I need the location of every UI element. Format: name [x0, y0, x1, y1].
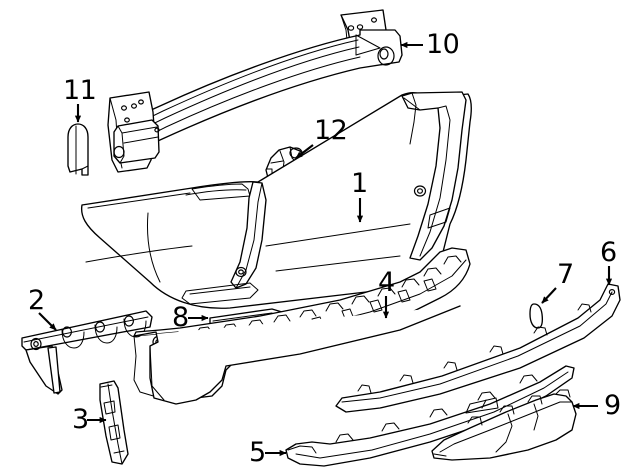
part-corner-deflector: [431, 389, 577, 461]
callout-label-12: 12: [314, 115, 347, 146]
part-upper-retainer-bracket: [21, 310, 153, 395]
callout-label-1: 1: [351, 168, 368, 199]
callout-label-2: 2: [28, 285, 45, 316]
callout-label-4: 4: [378, 267, 395, 298]
part-impact-reinforcement-bar: [107, 9, 403, 173]
callout-label-8: 8: [172, 302, 189, 333]
part-rear-bumper-cover: [80, 91, 472, 309]
callout-label-6: 6: [600, 237, 617, 268]
leader-line-2: [38, 312, 57, 331]
part-lower-molding-strip: [335, 283, 621, 413]
part-end-cap-filler: [67, 123, 89, 176]
callout-label-3: 3: [72, 404, 89, 435]
part-energy-absorber: [133, 247, 471, 405]
callout-numbers: 1 2 3 4 5 6 7 8 9 10 11 12: [28, 29, 621, 468]
part-side-guide-bracket: [99, 380, 129, 465]
leader-line-12: [295, 144, 314, 159]
callout-leaders: [38, 41, 613, 457]
callout-label-10: 10: [426, 29, 459, 60]
callout-label-9: 9: [604, 390, 621, 421]
callout-label-11: 11: [63, 75, 96, 106]
callout-label-5: 5: [249, 437, 266, 468]
callout-label-7: 7: [557, 259, 574, 290]
part-retainer-clip: [529, 303, 544, 329]
leader-line-7: [541, 287, 557, 304]
part-lower-air-deflector: [285, 365, 575, 467]
